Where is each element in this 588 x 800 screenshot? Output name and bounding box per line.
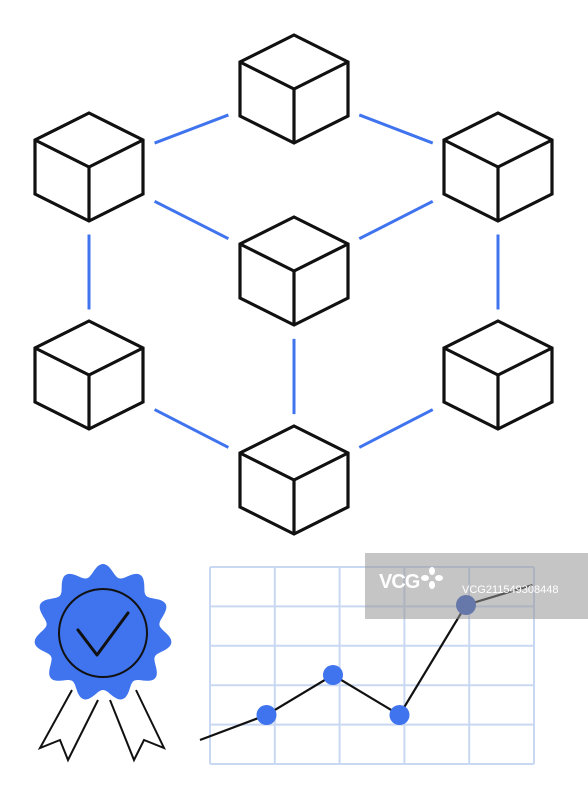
watermark: VCG VCG211549308448 — [365, 553, 588, 619]
seal-inner-ring — [58, 588, 148, 678]
cube-icon — [33, 319, 145, 431]
data-point — [323, 665, 343, 685]
ribbon-left — [37, 689, 99, 763]
network-nodes — [33, 33, 554, 536]
checkmark-icon — [76, 611, 130, 657]
data-point — [256, 705, 277, 725]
data-point — [389, 705, 410, 725]
rosette-seal — [34, 564, 172, 700]
cube-icon — [442, 319, 554, 431]
rosette-badge-icon — [34, 564, 172, 763]
cube-icon — [238, 33, 350, 145]
watermark-id: VCG211549308448 — [462, 584, 559, 596]
link-lower-left-bottom — [153, 408, 230, 449]
link-lower-right-bottom — [358, 408, 434, 449]
cube-icon — [442, 111, 554, 223]
link-upper-left-center — [153, 199, 230, 241]
ribbon-right — [109, 689, 167, 763]
cube-icon — [33, 111, 145, 223]
watermark-logo: VCG — [379, 571, 420, 593]
network-links — [87, 113, 500, 449]
link-top-upper-left — [154, 113, 229, 145]
link-top-upper-right — [358, 113, 434, 145]
cube-icon — [238, 215, 350, 327]
link-upper-right-center — [358, 199, 434, 241]
watermark-flower-icon — [421, 567, 443, 589]
cube-icon — [238, 424, 350, 536]
